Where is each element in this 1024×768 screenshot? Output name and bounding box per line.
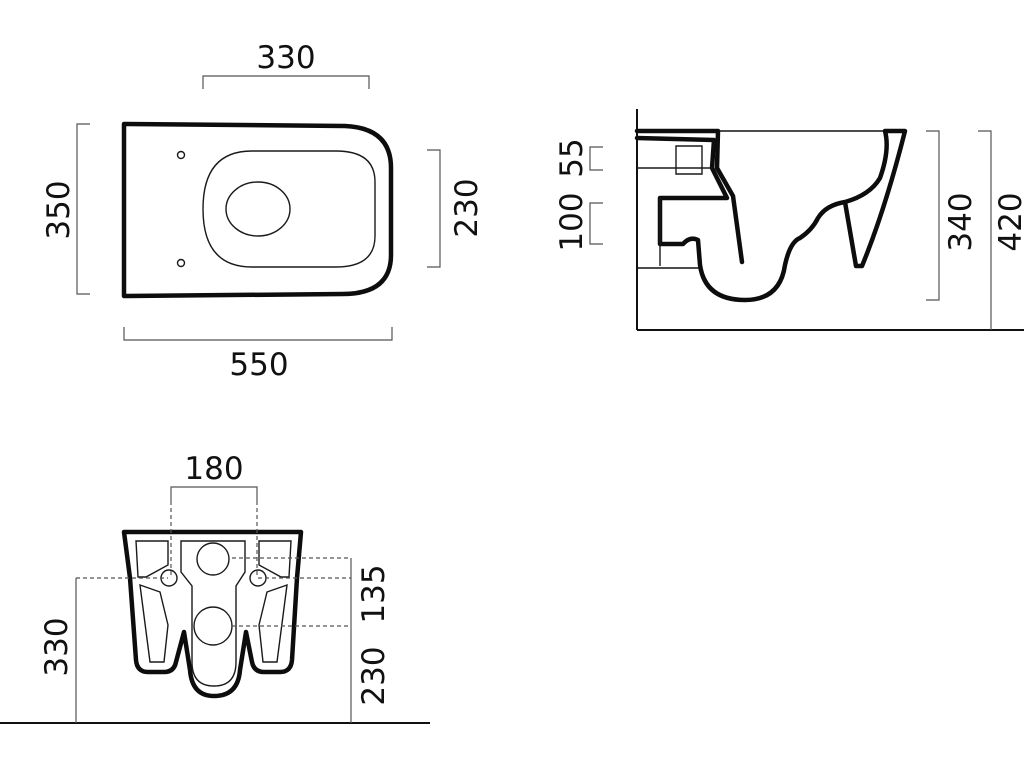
front-view-center-channel [180, 540, 246, 687]
top-view-drain [225, 181, 291, 237]
front-view-left-cavity [135, 540, 169, 578]
dim-label-front-330: 330 [39, 617, 75, 676]
dim-label-bowl-230: 230 [449, 178, 485, 237]
front-view-left-leg [139, 583, 169, 663]
dim-label-330: 330 [256, 40, 315, 76]
dim-line-420 [978, 130, 992, 330]
side-view-connector [675, 145, 703, 175]
dim-line-bowl-230 [427, 149, 441, 268]
dim-line-340 [926, 130, 940, 301]
dim-line-180 [170, 486, 258, 501]
top-view-fixing-hole-top [176, 150, 186, 160]
dim-line-length-550 [123, 327, 393, 341]
dim-label-350: 350 [41, 180, 77, 239]
dim-label-100: 100 [554, 192, 590, 251]
dim-label-55: 55 [554, 138, 590, 177]
front-view-outline [121, 529, 304, 699]
dim-label-420: 420 [993, 192, 1024, 251]
top-view-bowl-rim [202, 150, 376, 268]
front-view-water-inlet [196, 542, 230, 576]
top-view: 330 350 230 550 [41, 40, 485, 383]
front-view-right-leg [258, 583, 288, 663]
side-view-body-outline [634, 128, 908, 303]
dim-line-55 [589, 146, 603, 171]
front-view: 180 330 135 230 [0, 451, 430, 724]
dim-label-180: 180 [184, 451, 243, 487]
top-view-outline [121, 121, 394, 299]
front-view-right-cavity [258, 540, 292, 578]
dim-line-depth-350 [76, 123, 90, 295]
dim-line-width-330 [202, 75, 370, 89]
side-view-outline [634, 128, 745, 265]
dim-label-front-230: 230 [356, 646, 392, 705]
dim-label-340: 340 [943, 192, 979, 251]
dim-label-550: 550 [229, 347, 288, 383]
side-view: 55 100 340 420 [554, 109, 1024, 331]
dim-line-100 [589, 202, 603, 245]
dim-label-135: 135 [356, 564, 392, 623]
top-view-fixing-hole-bottom [176, 258, 186, 268]
front-view-drain-outlet [193, 606, 233, 646]
